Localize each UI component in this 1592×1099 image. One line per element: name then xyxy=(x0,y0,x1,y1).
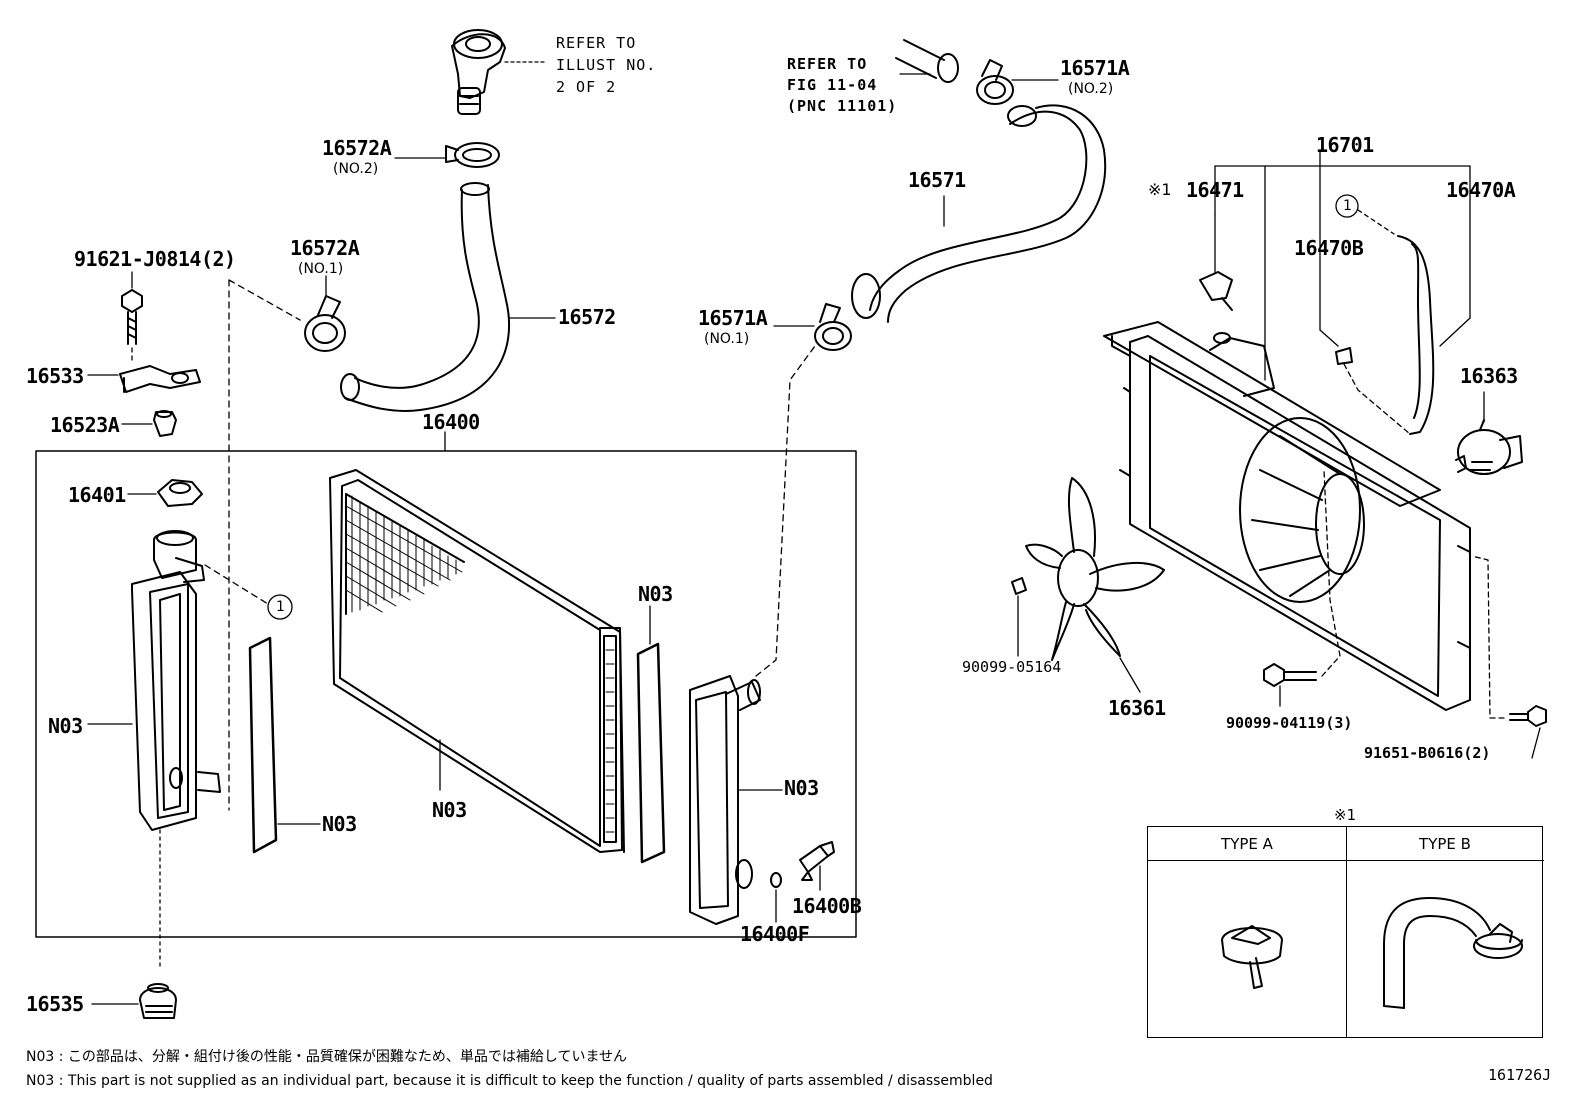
radiator-core-icon xyxy=(329,469,625,853)
part-label-16400F: 16400F xyxy=(740,922,810,946)
type-table-mark: ※1 xyxy=(1334,806,1357,824)
o-ring-icon xyxy=(770,872,782,888)
water-outlet-fitting xyxy=(451,29,506,115)
radiator-support-bracket-icon xyxy=(119,365,201,393)
part-label-91651: 91651-B0616(2) xyxy=(1364,744,1491,762)
bolt-icon xyxy=(1509,705,1547,727)
part-sublabel-16571A-no1: (NO.1) xyxy=(704,331,750,347)
footnote-jp: N03 : この部品は、分解・組付け後の性能・品質確保が困難なため、単品では補給… xyxy=(26,1049,628,1065)
part-label-16363: 16363 xyxy=(1460,364,1518,388)
clamp-type-table: TYPE A TYPE B xyxy=(1147,826,1544,1038)
part-label-91621: 91621-J0814(2) xyxy=(74,247,236,271)
part-label-16535: 16535 xyxy=(26,992,84,1016)
tank-seal-gasket-icon xyxy=(248,636,278,854)
fan-shroud-icon xyxy=(1103,321,1471,711)
part-label-16572A-no1: 16572A xyxy=(290,236,360,260)
part-label-16523A: 16523A xyxy=(50,413,120,437)
part-label-16571: 16571 xyxy=(908,168,966,192)
ref-circle-label: 1 xyxy=(1343,198,1352,214)
radiator-left-tank-icon xyxy=(131,530,221,831)
hose-clamp-icon xyxy=(976,59,1014,105)
tank-seal-gasket-icon xyxy=(636,642,666,864)
radiator-cushion-icon xyxy=(153,410,177,437)
part-sublabel-16572A-no1: (NO.1) xyxy=(298,261,344,277)
fan-motor-icon xyxy=(1455,419,1523,475)
ref-circle-1-icon xyxy=(267,594,293,620)
radiator-cap-icon xyxy=(157,479,203,507)
type-b-clamp-icon xyxy=(1383,897,1523,1009)
hose-clamp-icon xyxy=(445,142,500,168)
radiator-right-tank-icon xyxy=(689,675,761,925)
fan-nut-icon xyxy=(1011,577,1027,595)
part-label-n03-left-gasket: N03 xyxy=(322,812,357,836)
part-label-16571A-no1: 16571A xyxy=(698,306,768,330)
overflow-hose-icon xyxy=(1397,235,1435,435)
radiator-inlet-hose-icon xyxy=(340,182,511,412)
part-label-16571A-no2: 16571A xyxy=(1060,56,1130,80)
part-sublabel-16571A-no2: (NO.2) xyxy=(1068,81,1114,97)
part-label-16572A-no2: 16572A xyxy=(322,136,392,160)
part-label-16572: 16572 xyxy=(558,305,616,329)
part-sublabel-16572A-no2: (NO.2) xyxy=(333,161,379,177)
bolt-icon xyxy=(121,289,143,345)
part-label-n03-left-tank: N03 xyxy=(48,714,83,738)
bolt-icon xyxy=(1263,663,1317,687)
ref-circle-1-icon xyxy=(1335,194,1359,218)
part-label-16470B: 16470B xyxy=(1294,236,1364,260)
part-label-n03-right-gasket: N03 xyxy=(638,582,673,606)
cooling-fan-icon xyxy=(1025,477,1165,661)
type-table-divider xyxy=(1346,827,1347,1037)
part-label-n03-core: N03 xyxy=(432,798,467,822)
part-label-16470A: 16470A xyxy=(1446,178,1516,202)
note-mark-1: ※1 xyxy=(1148,180,1172,199)
part-label-16701: 16701 xyxy=(1316,133,1374,157)
part-label-16400B: 16400B xyxy=(792,894,862,918)
hose-clamp-icon xyxy=(304,295,346,352)
part-label-16361: 16361 xyxy=(1108,696,1166,720)
drain-cock-plug-icon xyxy=(799,841,835,881)
footnote-en: N03 : This part is not supplied as an in… xyxy=(26,1073,993,1089)
hose-clamp-icon xyxy=(814,303,852,351)
part-label-16471: 16471 xyxy=(1186,178,1244,202)
ref-circle-label: 1 xyxy=(276,599,285,615)
radiator-outlet-hose-icon xyxy=(851,104,1107,323)
part-label-16400: 16400 xyxy=(422,410,480,434)
radiator-assembly-box xyxy=(35,450,857,938)
figure-id: 161726J xyxy=(1488,1066,1552,1084)
engine-pipe-end-icon xyxy=(895,39,959,83)
type-a-header: TYPE A xyxy=(1148,827,1346,861)
radiator-lower-cushion-icon xyxy=(139,983,177,1019)
hose-clip-icon xyxy=(1335,347,1353,365)
part-label-16401: 16401 xyxy=(68,483,126,507)
type-a-clamp-icon xyxy=(1221,925,1283,989)
part-label-16533: 16533 xyxy=(26,364,84,388)
part-label-n03-right-tank: N03 xyxy=(784,776,819,800)
refer-to-fig-note: REFER TO FIG 11-04 (PNC 11101) xyxy=(787,55,898,115)
part-label-90099-04119: 90099-04119(3) xyxy=(1226,714,1353,732)
refer-to-illust-note: REFER TO ILLUST NO. 2 OF 2 xyxy=(556,34,657,96)
reservoir-hose-clamp-icon xyxy=(1199,271,1233,311)
type-b-header: TYPE B xyxy=(1346,827,1544,861)
part-label-90099-05164: 90099-05164 xyxy=(962,658,1062,676)
